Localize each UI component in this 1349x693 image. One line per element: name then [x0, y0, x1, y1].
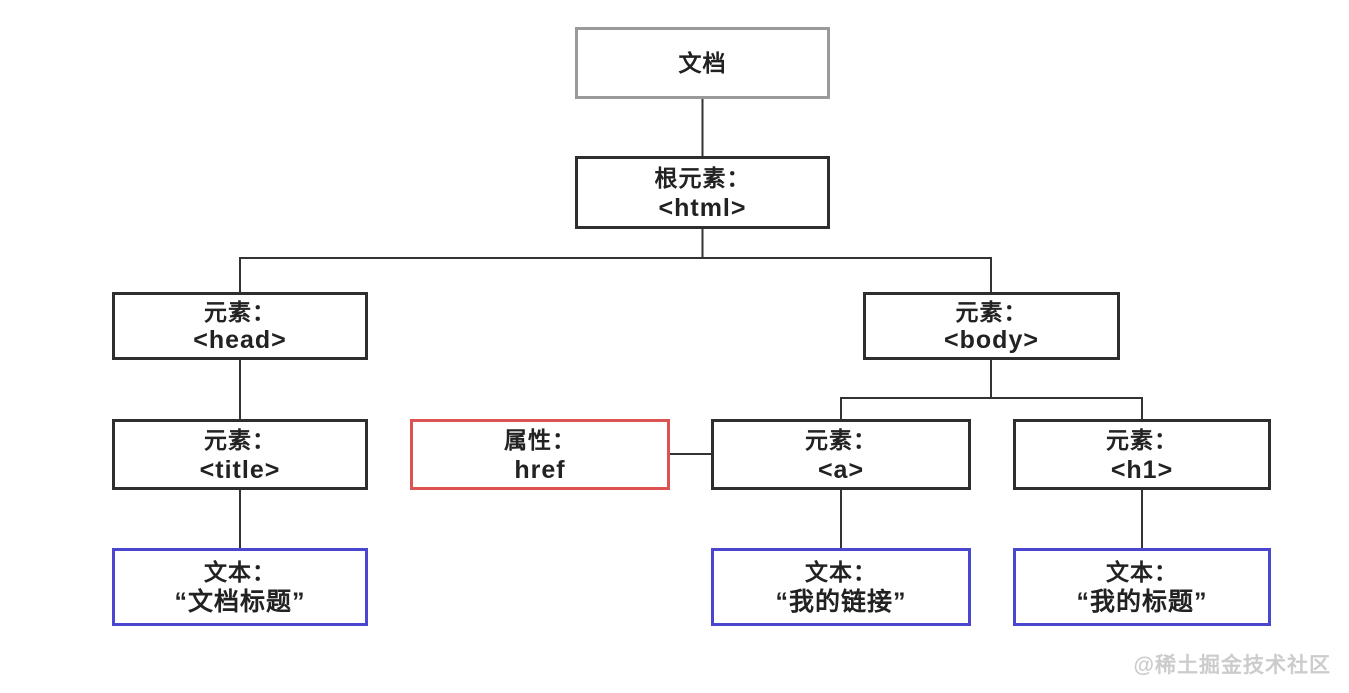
node-text-my-heading-label: 文本： [1106, 559, 1178, 585]
watermark-text: @稀土掘金技术社区 [1133, 654, 1331, 677]
node-text-doc-title-label: 文本： [204, 559, 276, 585]
node-root-element-html: 根元素： <html> [575, 156, 830, 229]
node-text-doc-title-value: “文档标题” [174, 588, 306, 616]
node-html-label: 根元素： [654, 164, 751, 191]
node-text-my-heading: 文本： “我的标题” [1013, 548, 1271, 626]
node-title-label: 元素： [204, 426, 276, 453]
node-a-label: 元素： [805, 426, 877, 453]
node-body-value: <body> [944, 326, 1039, 354]
node-attr-label: 属性： [504, 426, 576, 453]
node-element-title: 元素： <title> [112, 419, 368, 490]
node-head-label: 元素： [204, 299, 276, 325]
node-element-head: 元素： <head> [112, 292, 368, 360]
node-text-my-link-value: “我的链接” [775, 588, 907, 616]
node-text-document-title: 文本： “文档标题” [112, 548, 368, 626]
node-element-body: 元素： <body> [863, 292, 1120, 360]
node-head-value: <head> [193, 326, 287, 354]
node-a-value: <a> [817, 455, 865, 484]
node-html-value: <html> [658, 193, 747, 222]
node-text-my-link-label: 文本： [805, 559, 877, 585]
node-attr-value: href [514, 455, 566, 484]
node-element-h1: 元素： <h1> [1013, 419, 1271, 490]
node-document: 文档 [575, 27, 830, 99]
node-text-my-link: 文本： “我的链接” [711, 548, 971, 626]
node-document-label: 文档 [678, 50, 727, 76]
node-h1-value: <h1> [1110, 455, 1174, 484]
node-body-label: 元素： [955, 299, 1028, 325]
node-element-a: 元素： <a> [711, 419, 971, 490]
node-attribute-href: 属性： href [410, 419, 670, 490]
node-text-my-heading-value: “我的标题” [1076, 588, 1208, 616]
node-h1-label: 元素： [1106, 426, 1178, 453]
node-title-value: <title> [199, 455, 281, 484]
